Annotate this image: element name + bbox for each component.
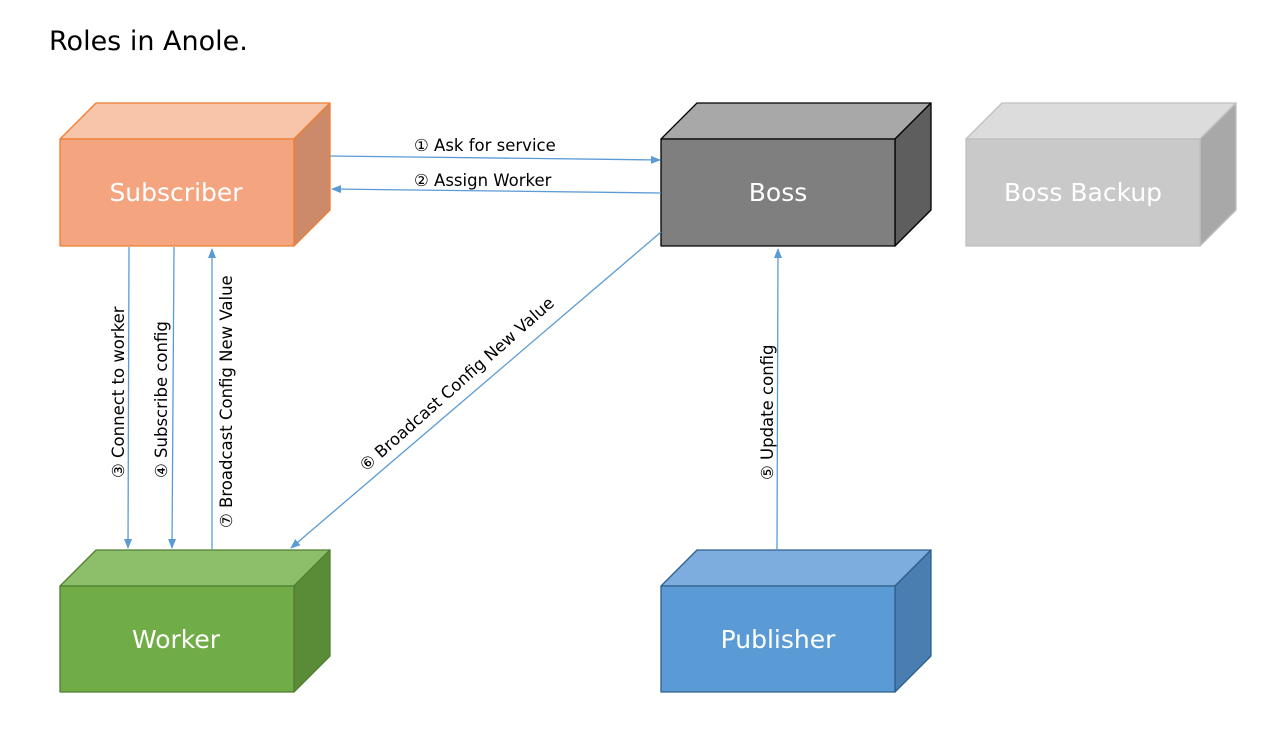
arrow-update-config [773, 248, 782, 550]
boss-label: Boss [749, 178, 808, 207]
arrow-assign-worker [331, 185, 662, 194]
label-update-config: ⑤ Update config [758, 344, 777, 480]
worker-box: Worker [59, 549, 331, 693]
arrow-subscribe-config [168, 246, 177, 549]
label-broadcast-worker-to-subscriber: ⑦ Broadcast Config New Value [217, 275, 236, 528]
boss-backup-label: Boss Backup [1004, 178, 1162, 207]
boss-backup-box: Boss Backup [965, 102, 1237, 247]
label-broadcast-boss-to-worker: ⑥ Broadcast Config New Value [356, 293, 558, 475]
boss-box: Boss [660, 102, 932, 247]
arrow-connect-to-worker [124, 246, 133, 549]
label-assign-worker: ② Assign Worker [414, 171, 552, 190]
label-connect-to-worker: ③ Connect to worker [109, 306, 128, 478]
arrow-ask-for-service [329, 155, 661, 164]
worker-label: Worker [132, 625, 221, 654]
label-subscribe-config: ④ Subscribe config [152, 321, 171, 478]
publisher-label: Publisher [721, 625, 836, 654]
page-title: Roles in Anole. [49, 26, 248, 57]
subscriber-box: Subscriber [59, 102, 331, 247]
arrow-broadcast-boss-to-worker [290, 231, 662, 549]
label-ask-for-service: ① Ask for service [414, 136, 556, 155]
subscriber-label: Subscriber [109, 178, 243, 207]
publisher-box: Publisher [660, 549, 932, 693]
